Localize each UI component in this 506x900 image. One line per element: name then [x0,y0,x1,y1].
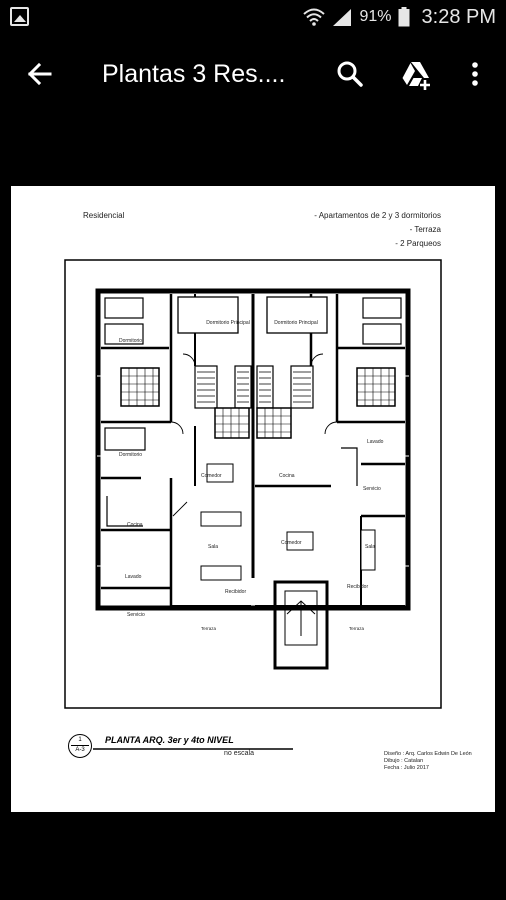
header-right-line-3: - 2 Parqueos [395,239,441,248]
room-label-dormitorio-principal-left: Dormitorio Principal [206,320,250,326]
room-label-terraza-left: Terraza [201,626,217,631]
wifi-icon [303,8,326,26]
room-label-cocina-left: Cocina [127,522,143,528]
document-image[interactable]: Residencial - Apartamentos de 2 y 3 dorm… [11,186,495,812]
signal-icon [333,9,352,26]
sheet-badge: 1 A-3 [68,734,92,758]
credit-date: Fecha : Julio 2017 [384,765,429,771]
credit-design: Diseño : Arq. Carlos Edwin De León [384,751,472,757]
plan-title: PLANTA ARQ. 3er y 4to NIVEL [105,735,234,745]
back-arrow-icon[interactable] [20,54,60,94]
status-bar: 91% 3:28 PM [0,0,506,36]
room-label-sala-left: Sala [208,544,219,550]
room-label-cocina-right: Cocina [279,473,295,479]
header-right-line-1: - Apartamentos de 2 y 3 dormitorios [314,211,441,220]
gallery-icon [10,7,29,26]
more-vert-icon[interactable] [455,54,495,94]
app-bar: Plantas 3 Res.... [0,36,506,112]
page-title: Plantas 3 Res.... [102,60,286,88]
clock: 3:28 PM [421,5,496,28]
room-label-recibidor-left: Recibidor [225,589,247,595]
room-label-servicio-left: Servicio [127,612,145,618]
room-label-sala-right: Sala [365,544,376,550]
credit-drawing: Dibujo : Catalan [384,758,424,764]
header-right-line-2: - Terraza [409,225,441,234]
search-icon[interactable] [330,54,370,94]
room-label-lavado-right: Lavado [367,439,384,445]
credits: Diseño : Arq. Carlos Edwin De León Dibuj… [384,751,472,772]
battery-percent: 91% [359,8,392,25]
room-label-recibidor-right: Recibidor [347,584,369,590]
sheet-number: 1 [78,737,82,743]
drive-add-icon[interactable] [396,54,436,94]
floor-plan [64,259,442,750]
room-label-lavado-left: Lavado [125,574,142,580]
room-label-terraza-right: Terraza [349,626,365,631]
header-left: Residencial [83,211,125,220]
status-right: 91% 3:28 PM [303,4,496,30]
room-label-comedor-left: Comedor [201,473,222,479]
room-label-servicio-right: Servicio [363,486,381,492]
room-label-comedor-right: Comedor [281,540,302,546]
room-label-dormitorio-1: Dormitorio [119,338,143,344]
battery-icon [398,7,410,27]
plan-scale: no escala [224,750,254,757]
room-label-dormitorio-principal-right: Dormitorio Principal [274,320,318,326]
sheet-code: A-3 [75,747,85,753]
room-label-dormitorio-2: Dormitorio [119,452,143,458]
